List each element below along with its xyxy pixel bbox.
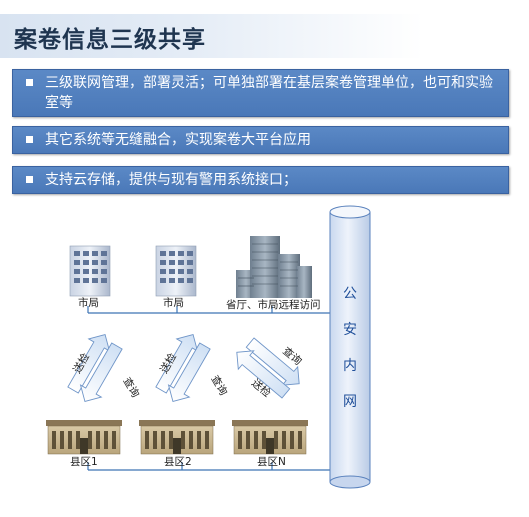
network-char-3: 内 [343, 358, 357, 374]
page-title: 案卷信息三级共享 [14, 27, 206, 53]
bullet-text-2: 其它系统等无缝融合，实现案卷大平台应用 [45, 132, 311, 148]
city-label-1: 市局 [78, 296, 99, 309]
query-label-2: 查询 [208, 373, 230, 398]
connection-lines [87, 306, 330, 471]
county-label-2: 县区2 [164, 456, 192, 468]
bullet-item-1: 三级联网管理，部署灵活；可单独部署在基层案卷管理单位，也可和实验室等 [12, 69, 509, 117]
network-char-2: 安 [343, 322, 357, 338]
city-building-1-icon [69, 245, 111, 297]
bullet-text-1: 三级联网管理，部署灵活；可单独部署在基层案卷管理单位，也可和实验室等 [45, 75, 493, 111]
county-building-1-icon [46, 420, 122, 455]
send-query-arrows-1 [67, 334, 123, 402]
bullet-square-icon [26, 136, 33, 143]
public-security-network-cylinder [329, 205, 371, 489]
province-label: 省厅、市局远程访问 [226, 298, 321, 311]
bullet-item-2: 其它系统等无缝融合，实现案卷大平台应用 [12, 126, 509, 154]
county-label-1: 县区1 [70, 456, 98, 468]
title-bar [0, 14, 529, 58]
bullet-text-3: 支持云存储，提供与现有警用系统接口； [45, 172, 297, 188]
send-query-arrows-3 [236, 337, 300, 399]
city-building-2-icon [155, 245, 197, 297]
county-label-n: 县区N [257, 456, 286, 468]
city-label-2: 市局 [163, 296, 184, 309]
network-char-1: 公 [343, 286, 357, 302]
county-building-2-icon [139, 420, 215, 455]
bullet-square-icon [26, 79, 33, 86]
query-label-1: 查询 [120, 375, 142, 400]
send-query-arrows-2 [155, 334, 211, 402]
network-char-4: 网 [343, 394, 357, 410]
county-building-n-icon [232, 420, 308, 455]
bullet-item-3: 支持云存储，提供与现有警用系统接口； [12, 166, 509, 194]
bullet-square-icon [26, 176, 33, 183]
province-towers-icon [236, 236, 312, 298]
